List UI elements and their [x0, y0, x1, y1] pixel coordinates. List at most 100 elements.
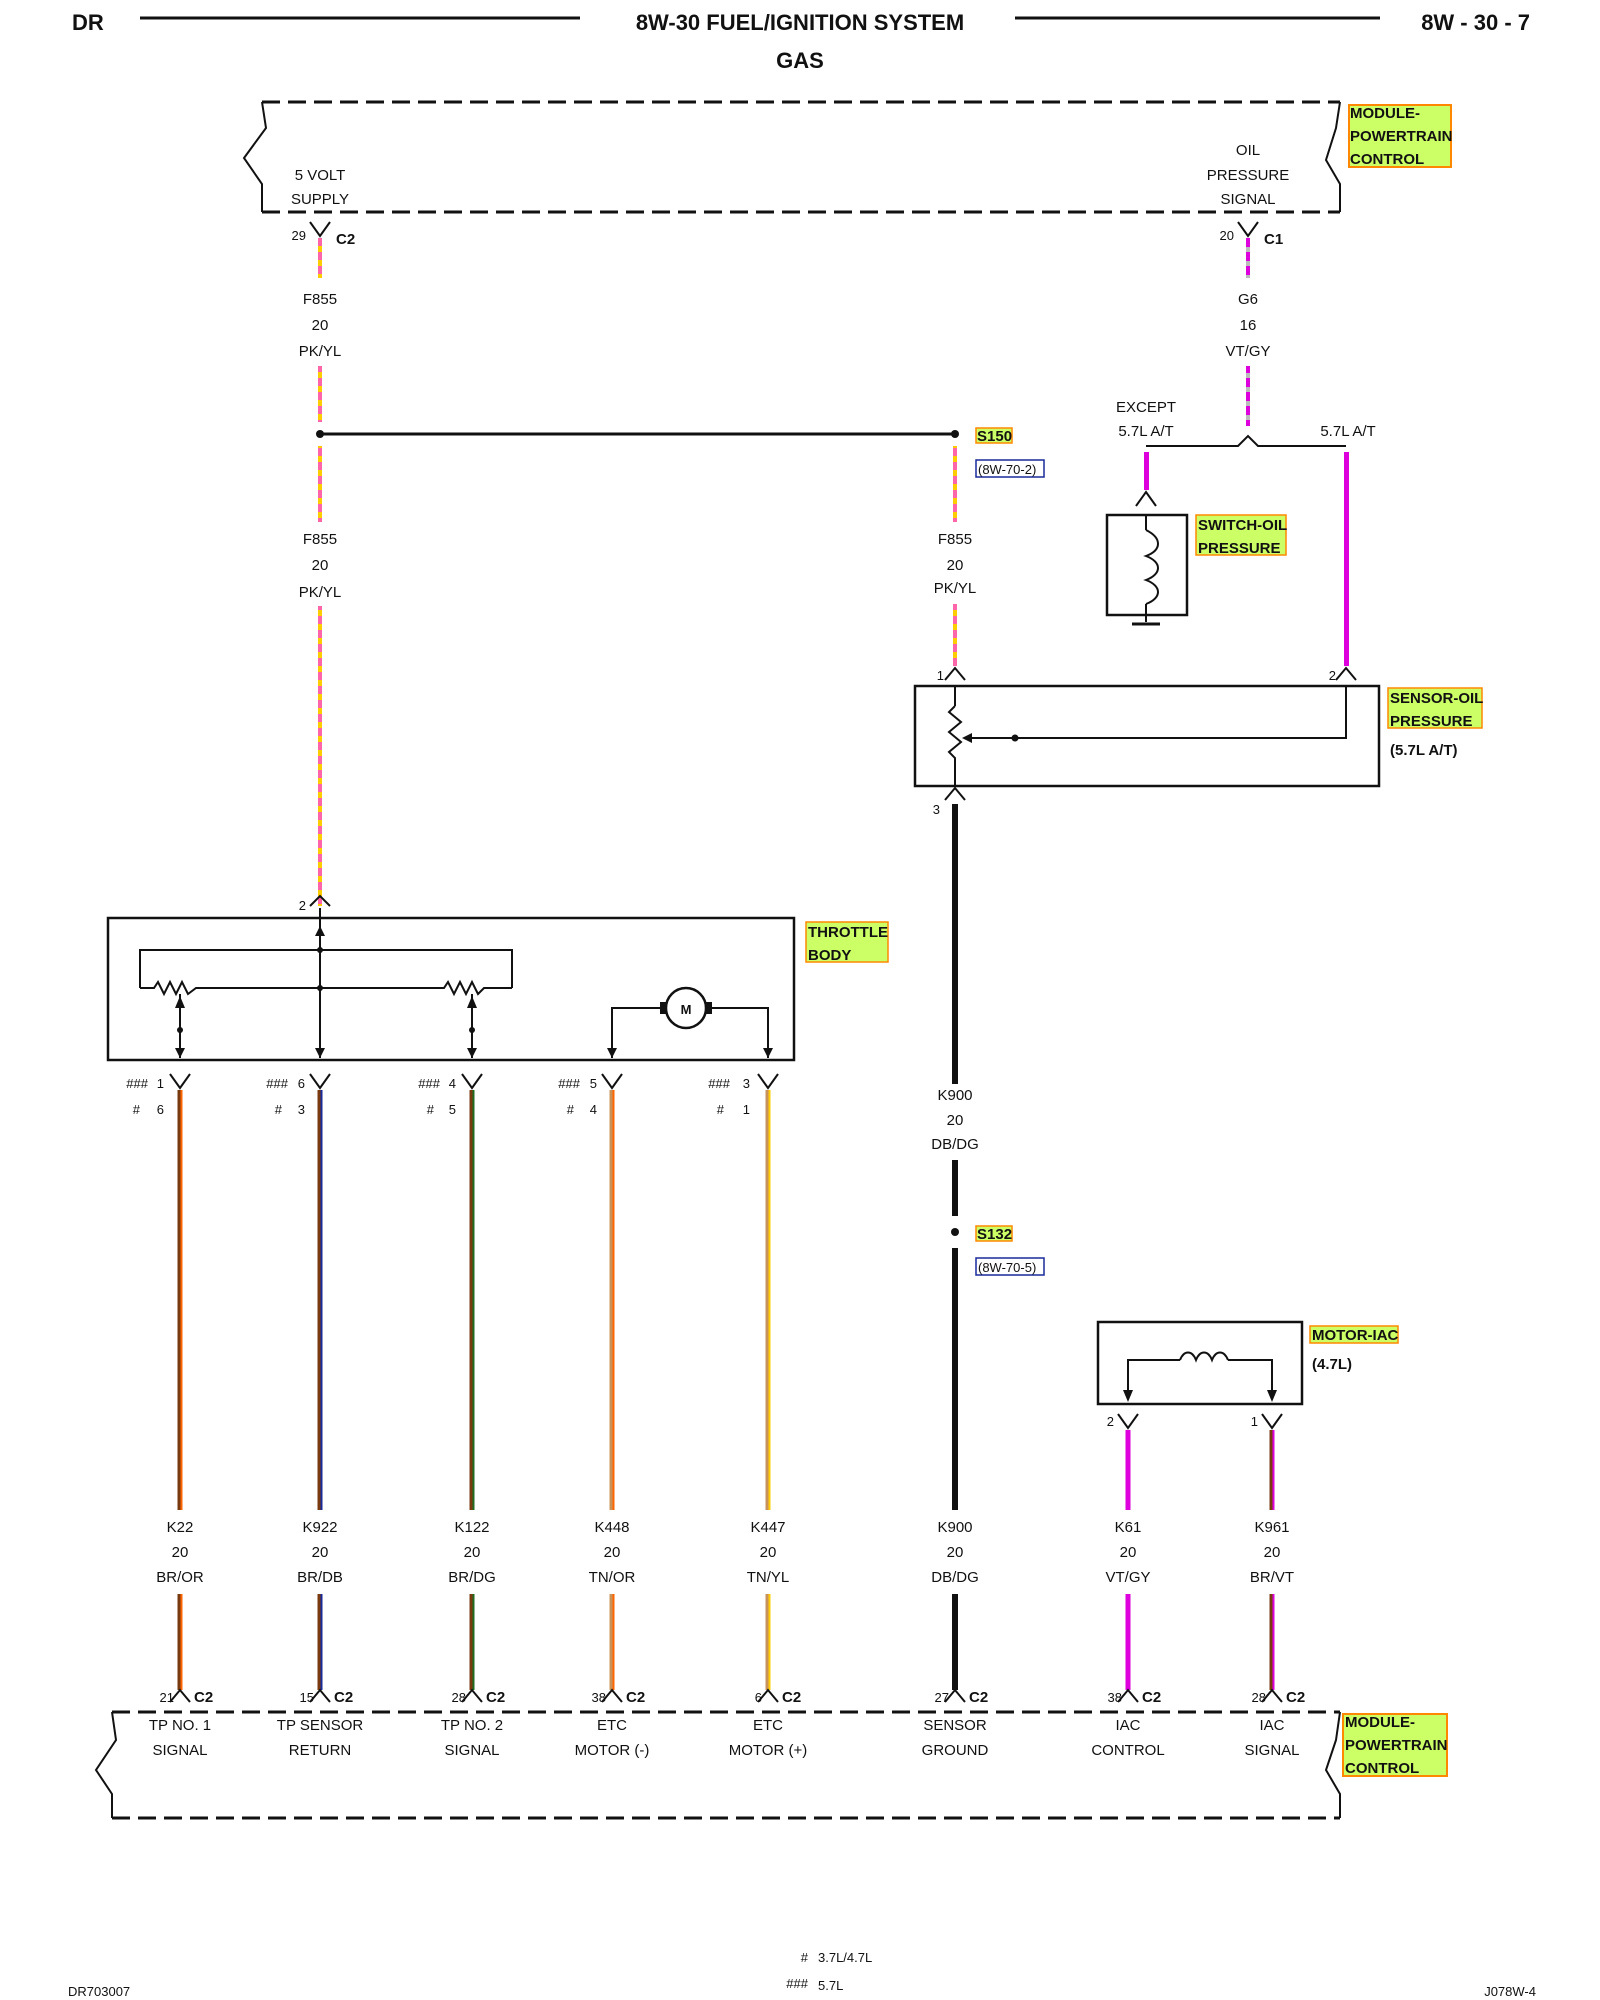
pcm-pin-label-line-2: SIGNAL	[152, 1742, 207, 1759]
pcm-top-pin-label-5v-2: SUPPLY	[291, 191, 349, 208]
wire-stripe	[768, 1594, 771, 1690]
splice-s132-ref: (8W-70-5)	[978, 1260, 1036, 1275]
wire-segment	[1269, 1430, 1275, 1510]
wire-segment	[1125, 1430, 1131, 1510]
pcm-pin-number: 28	[452, 1690, 466, 1705]
wire-label-circuit: K900	[937, 1087, 972, 1104]
wire-label-color: BR/VT	[1250, 1569, 1294, 1586]
wire-label-gauge: 20	[312, 317, 329, 334]
wire-segment	[317, 1090, 323, 1510]
pcm-connector	[309, 1688, 331, 1703]
footer-legend-symbol-2: ###	[786, 1976, 808, 1991]
pin-29: 29	[292, 228, 306, 243]
pcm-connector	[1117, 1688, 1139, 1703]
branch-right: 5.7L A/T	[1320, 423, 1375, 440]
pcm-pin-number: 21	[160, 1690, 174, 1705]
pcm-connector	[169, 1688, 191, 1703]
wire-stripe	[320, 1594, 323, 1690]
motor-iac-name: MOTOR-IAC	[1312, 1327, 1399, 1344]
pcm-bottom-name-2: POWERTRAIN	[1345, 1737, 1448, 1754]
pcm-top-pin-label-oil-2: PRESSURE	[1207, 167, 1290, 184]
footer-legend-text-1: 3.7L/4.7L	[818, 1950, 872, 1965]
pcm-connector-id: C2	[1286, 1689, 1305, 1706]
splice-s132-id: S132	[977, 1226, 1012, 1243]
wire-segment	[609, 1594, 615, 1690]
motor-iac: 2 1 MOTOR-IAC (4.7L)	[1096, 1320, 1399, 1430]
legend-mark-57: ###	[418, 1076, 440, 1091]
wire-k900-upper: K900 20 DB/DG	[931, 804, 979, 1510]
wire-stripe	[1272, 1594, 1275, 1690]
throttle-body-name-2: BODY	[808, 947, 851, 964]
legend-mark-57: ###	[558, 1076, 580, 1091]
wire-label-color: DB/DG	[931, 1136, 979, 1153]
wire-label-circuit: K922	[302, 1519, 337, 1536]
wire-g6: G6 16 VT/GY	[1225, 238, 1271, 426]
pin-20: 20	[1220, 228, 1234, 243]
tb-conn-4: ### 5 # 4	[558, 1073, 623, 1117]
iac-pin-2: 2	[1107, 1414, 1114, 1429]
wire-label-gauge: 20	[947, 1544, 964, 1561]
wire-segment	[469, 1594, 475, 1690]
branch-left-2: 5.7L A/T	[1118, 423, 1173, 440]
pcm-pin-label-line-1: ETC	[753, 1717, 783, 1734]
tb-pin-37: 3	[298, 1102, 305, 1117]
pcm-connector-id: C2	[782, 1689, 801, 1706]
wire-label-circuit: K961	[1254, 1519, 1289, 1536]
pcm-top-name-3: CONTROL	[1350, 151, 1424, 168]
wire-segment	[609, 1090, 615, 1510]
sensor-oil-pin-1: 1	[937, 668, 944, 683]
wire-stripe	[1272, 1430, 1275, 1510]
header-page: 8W - 30 - 7	[1421, 10, 1530, 35]
pcm-pin-number: 38	[592, 1690, 606, 1705]
page-header: DR 8W-30 FUEL/IGNITION SYSTEM GAS 8W - 3…	[72, 10, 1530, 73]
tb-pin-57: 5	[590, 1076, 597, 1091]
wire-stripe	[472, 1090, 475, 1510]
wire-label-circuit: K448	[594, 1519, 629, 1536]
legend-mark-37: #	[717, 1102, 725, 1117]
pcm-pin-label-line-2: MOTOR (+)	[729, 1742, 807, 1759]
tb-pin-37: 4	[590, 1102, 597, 1117]
pcm-pin-label-line-1: TP NO. 1	[149, 1717, 211, 1734]
legend-mark-37: #	[427, 1102, 435, 1117]
pcm-pin-label-line-2: SIGNAL	[444, 1742, 499, 1759]
pcm-connector-id: C2	[194, 1689, 213, 1706]
legend-mark-37: #	[133, 1102, 141, 1117]
wire-label-color: DB/DG	[931, 1569, 979, 1586]
sensor-oil-name-2: PRESSURE	[1390, 713, 1473, 730]
wire-f855-top: F855 20 PK/YL	[299, 238, 341, 422]
page-footer: # 3.7L/4.7L ### 5.7L DR703007 J078W-4	[68, 1950, 1536, 1999]
wire-segment	[469, 1090, 475, 1510]
wire-f855-left: F855 20 PK/YL	[299, 446, 342, 906]
pcm-top-pin-label-oil-1: OIL	[1236, 142, 1260, 159]
throttle-motor-symbol: M	[681, 1002, 692, 1017]
pcm-pin-label-line-2: CONTROL	[1091, 1742, 1164, 1759]
splice-s150: S150 (8W-70-2)	[316, 427, 1045, 478]
wire-label-color: VT/GY	[1105, 1569, 1150, 1586]
wire-label-color: BR/DB	[297, 1569, 343, 1586]
wire-label-circuit: F855	[938, 531, 972, 548]
throttle-body-top-pin: 2	[299, 898, 306, 913]
wire-label-circuit: K447	[750, 1519, 785, 1536]
wire-segment	[765, 1090, 771, 1510]
wire-label-color: PK/YL	[934, 580, 977, 597]
legend-mark-57: ###	[708, 1076, 730, 1091]
pcm-pin-label-line-2: RETURN	[289, 1742, 352, 1759]
tb-conn-2: ### 6 # 3	[266, 1073, 331, 1117]
pcm-bottom-name-3: CONTROL	[1345, 1760, 1419, 1777]
conn-c1-top: C1	[1264, 231, 1283, 248]
wire-stripe	[472, 1594, 475, 1690]
branch-left-1: EXCEPT	[1116, 399, 1176, 416]
splice-s132: S132 (8W-70-5)	[975, 1225, 1045, 1276]
pcm-connector-id: C2	[486, 1689, 505, 1706]
wire-label-color: PK/YL	[299, 584, 342, 601]
legend-mark-37: #	[567, 1102, 575, 1117]
sensor-oil-name-1: SENSOR-OIL	[1390, 690, 1483, 707]
sensor-oil-pressure: 1 2 3 SENSOR-OIL PRESSURE (5.7L A/T)	[913, 666, 1483, 817]
